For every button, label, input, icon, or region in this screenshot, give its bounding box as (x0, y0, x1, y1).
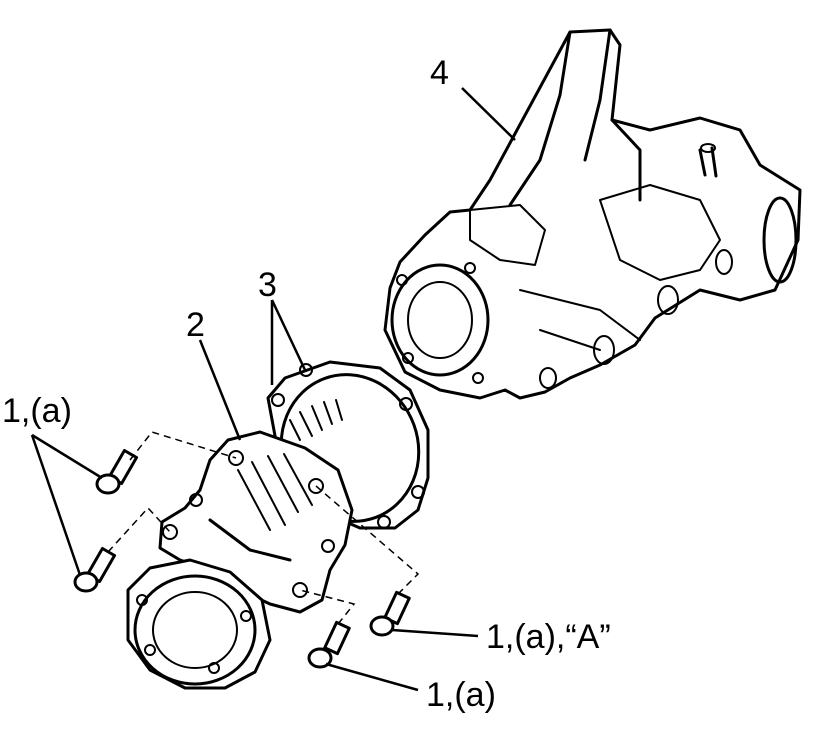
callout-bolt-upper-left: 1,(a) (2, 392, 72, 430)
callout-bolt-lower-right: 1,(a) (426, 676, 496, 714)
alignment-lines (107, 431, 420, 625)
callout-part-4: 4 (430, 54, 449, 92)
extension-case-part-2 (126, 430, 354, 690)
callout-bolt-lower-right-a: 1,(a),“A” (486, 618, 611, 656)
bolt-lower-right-a (369, 590, 411, 637)
leader-lines (30, 87, 516, 692)
bolt-upper (95, 449, 139, 495)
callout-part-2: 2 (186, 306, 205, 344)
bolt-left-lower (73, 547, 117, 593)
callout-part-3: 3 (258, 266, 277, 304)
housing-part-4 (383, 28, 802, 400)
bolt-lower-right (307, 620, 351, 669)
